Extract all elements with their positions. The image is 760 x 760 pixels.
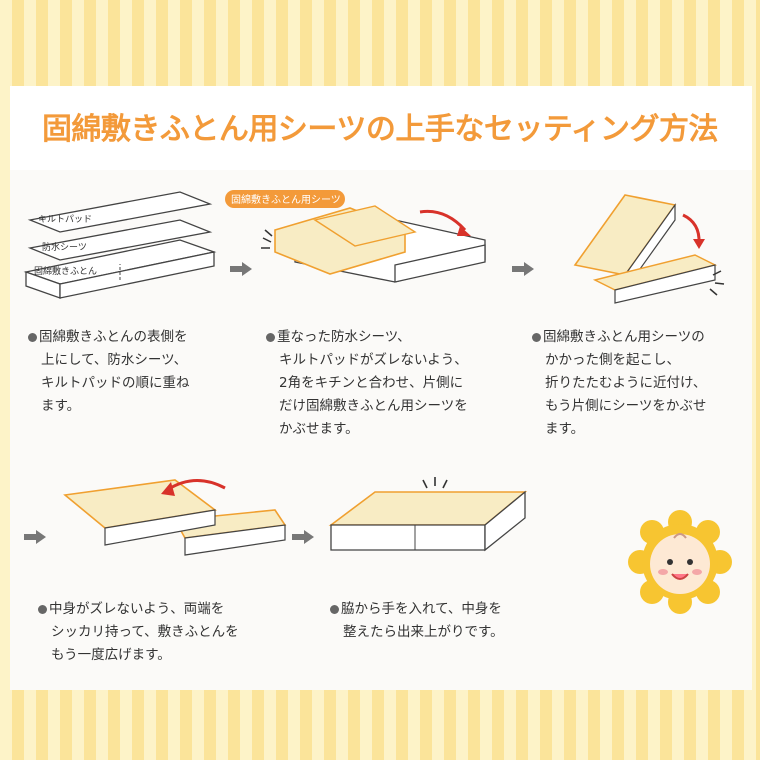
step1-illustration: キルトパッド 防水シーツ 固綿敷きふとん	[23, 191, 217, 299]
step5-illustration	[328, 477, 528, 552]
step5-text: 脇から手を入れて、中身を 整えたら出来上がりです。	[330, 598, 570, 644]
bullet-icon	[266, 332, 275, 342]
bullet-icon	[330, 604, 339, 614]
label-futon: 固綿敷きふとん	[34, 265, 97, 277]
sheet-tag: 固綿敷きふとん用シーツ	[231, 193, 341, 206]
step1-text: 固綿敷きふとんの表側を 上にして、防水シーツ、 キルトパッドの順に重ね ます。	[28, 326, 238, 418]
step2-text: 重なった防水シーツ、 キルトパッドがズレないよう、 2角をキチンと合わせ、片側に…	[266, 326, 516, 441]
right-arrow-icon	[292, 530, 314, 544]
bullet-icon	[28, 332, 37, 342]
page-title: 固綿敷きふとん用シーツの上手なセッティング方法	[41, 112, 719, 147]
step4-text: 中身がズレないよう、両端を シッカリ持って、敷きふとんを もう一度広げます。	[38, 598, 298, 667]
step3-illustration	[573, 194, 725, 304]
label-quilt-pad: キルトパッド	[38, 214, 92, 225]
step4-illustration	[63, 478, 287, 556]
step2-illustration: 固綿敷きふとん用シーツ	[225, 190, 486, 283]
bullet-icon	[38, 604, 47, 614]
right-arrow-icon	[24, 530, 46, 544]
right-arrow-icon	[512, 262, 534, 276]
bullet-icon	[532, 332, 541, 342]
baby-face-icon	[628, 510, 732, 614]
step3-text: 固綿敷きふとん用シーツの かかった側を起こし、 折りたたむように近付け、 もう片…	[532, 326, 752, 441]
title-band	[10, 86, 752, 170]
right-arrow-icon	[230, 262, 252, 276]
label-waterproof-sheet: 防水シーツ	[42, 241, 87, 253]
